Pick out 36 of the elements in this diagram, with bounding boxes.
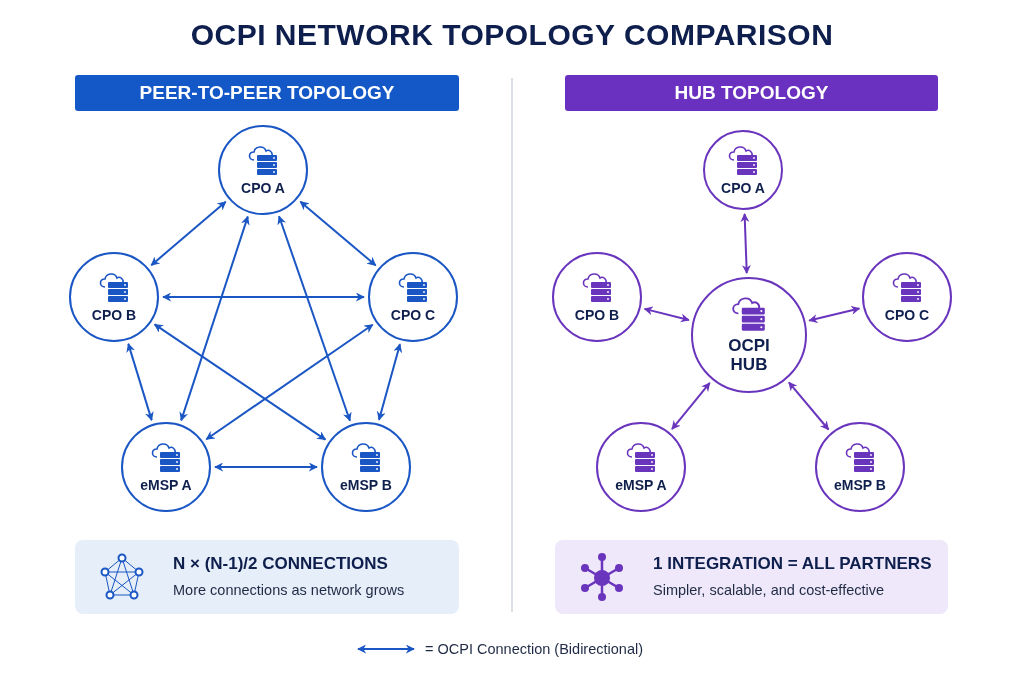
node-label: CPO B [574,306,620,324]
node-label: CPO A [241,179,285,197]
card-heading: N × (N-1)/2 CONNECTIONS [173,554,388,574]
node-label: CPO A [721,179,765,197]
bidirectional-arrow [179,215,250,422]
bidirectional-arrow [643,306,690,323]
node-label: CPO C [884,306,930,324]
bidirectional-arrow [126,342,154,422]
card-description: Simpler, scalable, and cost-effective [653,582,885,598]
node-label: eMSP B [340,476,392,494]
bidirectional-arrow [153,323,327,441]
bidirectional-arrow [205,323,374,441]
bidirectional-arrow [787,381,830,431]
section-header: HUB TOPOLOGY [565,75,938,111]
node-label: OCPI HUB [727,335,771,375]
bidirectional-arrow [740,212,751,275]
node-label: eMSP B [834,476,886,494]
info-card [555,540,948,614]
bidirectional-arrow [277,215,352,422]
legend-text: = OCPI Connection (Bidirectional) [425,641,643,657]
bidirectional-arrow [671,382,711,431]
node-label: CPO C [390,306,436,324]
info-card [75,540,459,614]
node-label: eMSP A [140,476,192,494]
card-heading: 1 INTEGRATION = ALL PARTNERS [653,554,932,574]
bidirectional-arrow [162,292,365,302]
card-description: More connections as network grows [173,582,405,598]
section-header: PEER-TO-PEER TOPOLOGY [75,75,459,111]
bidirectional-arrow [214,462,318,472]
node-label: CPO B [91,306,137,324]
bidirectional-arrow [376,343,403,421]
bidirectional-arrow [150,200,227,267]
bidirectional-arrow [808,306,861,323]
diagram-title: OCPI NETWORK TOPOLOGY COMPARISON [189,18,835,52]
node-label: eMSP A [615,476,667,494]
bidirectional-arrow [299,200,377,267]
